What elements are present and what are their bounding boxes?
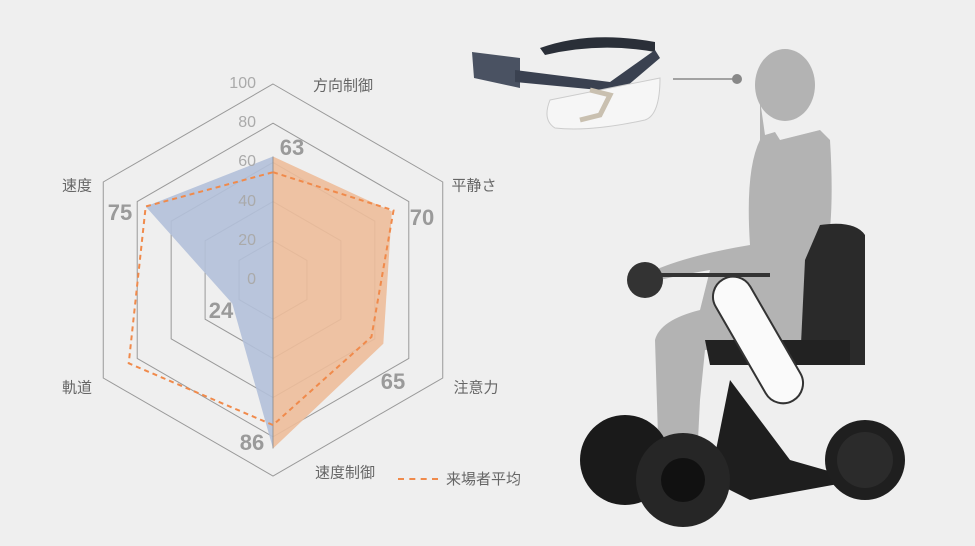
value-label: 75: [107, 200, 133, 225]
value-label: 63: [279, 135, 305, 160]
series-fill-left: [145, 156, 273, 449]
tick-label: 40: [238, 192, 256, 210]
value-label: 86: [239, 430, 265, 455]
legend-label: 来場者平均: [446, 470, 522, 488]
wheelchair: [580, 223, 905, 527]
legend: 来場者平均: [398, 468, 521, 489]
connector-dot: [732, 74, 742, 84]
eyewear-device-icon: [472, 37, 661, 130]
legend-dashed-line: [398, 477, 438, 480]
tick-label: 20: [238, 231, 256, 249]
tick-label: 80: [238, 114, 256, 132]
series-fill-right: [273, 156, 392, 449]
axis-label: 注意力: [453, 378, 499, 397]
axis-label: 速度: [61, 176, 93, 195]
axis-label: 平静さ: [451, 176, 497, 195]
wheelchair-illustration: [472, 37, 905, 527]
axis-label: 速度制御: [314, 463, 376, 482]
tick-label: 100: [229, 75, 256, 92]
average-line: [127, 171, 395, 427]
value-label: 24: [208, 298, 234, 323]
value-label: 65: [380, 369, 406, 394]
grid-ring-100: [102, 83, 444, 477]
axis-label: 軌道: [61, 378, 93, 397]
value-label: 70: [409, 205, 435, 230]
axis-label: 方向制御: [312, 76, 374, 95]
tick-label: 0: [247, 271, 256, 288]
tick-label: 60: [238, 153, 256, 171]
